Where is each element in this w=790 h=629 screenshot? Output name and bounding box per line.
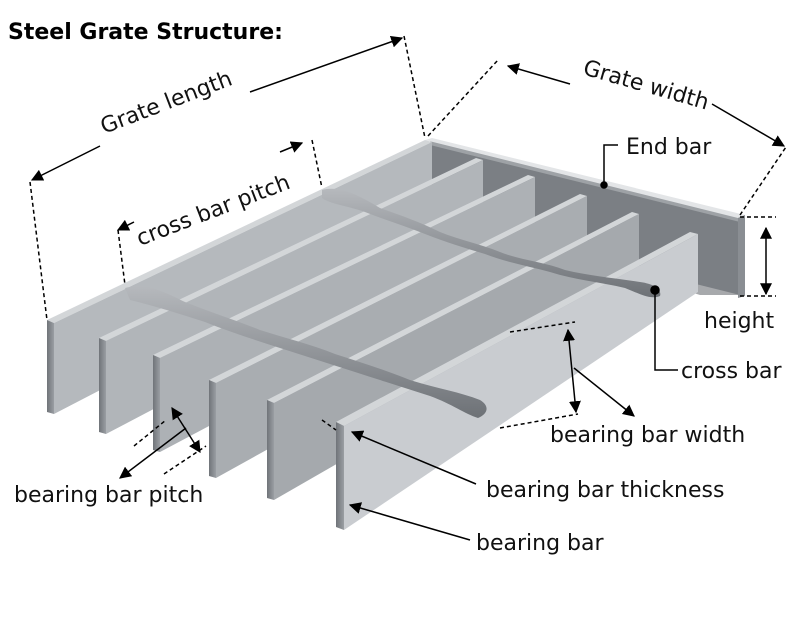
- end-bar-right-face: [738, 215, 745, 298]
- label-bearing-bar-width: bearing bar width: [550, 423, 745, 448]
- cross-bar-back: [322, 188, 661, 298]
- grate-body: [47, 138, 745, 530]
- bearing-bar-arrow: [348, 502, 471, 541]
- label-bearing-bar: bearing bar: [476, 531, 604, 556]
- label-height: height: [704, 309, 774, 334]
- label-end-bar: End bar: [626, 135, 712, 160]
- label-bearing-bar-pitch: bearing bar pitch: [14, 483, 203, 508]
- diagram-title: Steel Grate Structure:: [8, 20, 283, 45]
- grate-width-arrow: [506, 63, 571, 85]
- cross-bar-leader: [654, 292, 678, 371]
- cross-bar-pitch-arrow: [116, 219, 135, 231]
- cross-bar-group: [125, 188, 661, 418]
- label-grate-length: Grate length: [97, 66, 236, 139]
- annotations: [29, 35, 787, 541]
- label-cross-bar: cross bar: [681, 359, 782, 384]
- end-bar-leader: [603, 144, 618, 183]
- cross-bar-front: [125, 286, 487, 418]
- label-bearing-bar-thickness: bearing bar thickness: [486, 478, 724, 503]
- bearing-bar-width-arrow: [563, 328, 581, 414]
- grate-length-arrow: [30, 145, 101, 181]
- bearing-bar-thickness-arrow: [350, 430, 477, 485]
- end-bar-top: [425, 138, 745, 218]
- bearing-bar-pitch-arrow: [171, 406, 201, 454]
- label-grate-width: Grate width: [580, 56, 711, 116]
